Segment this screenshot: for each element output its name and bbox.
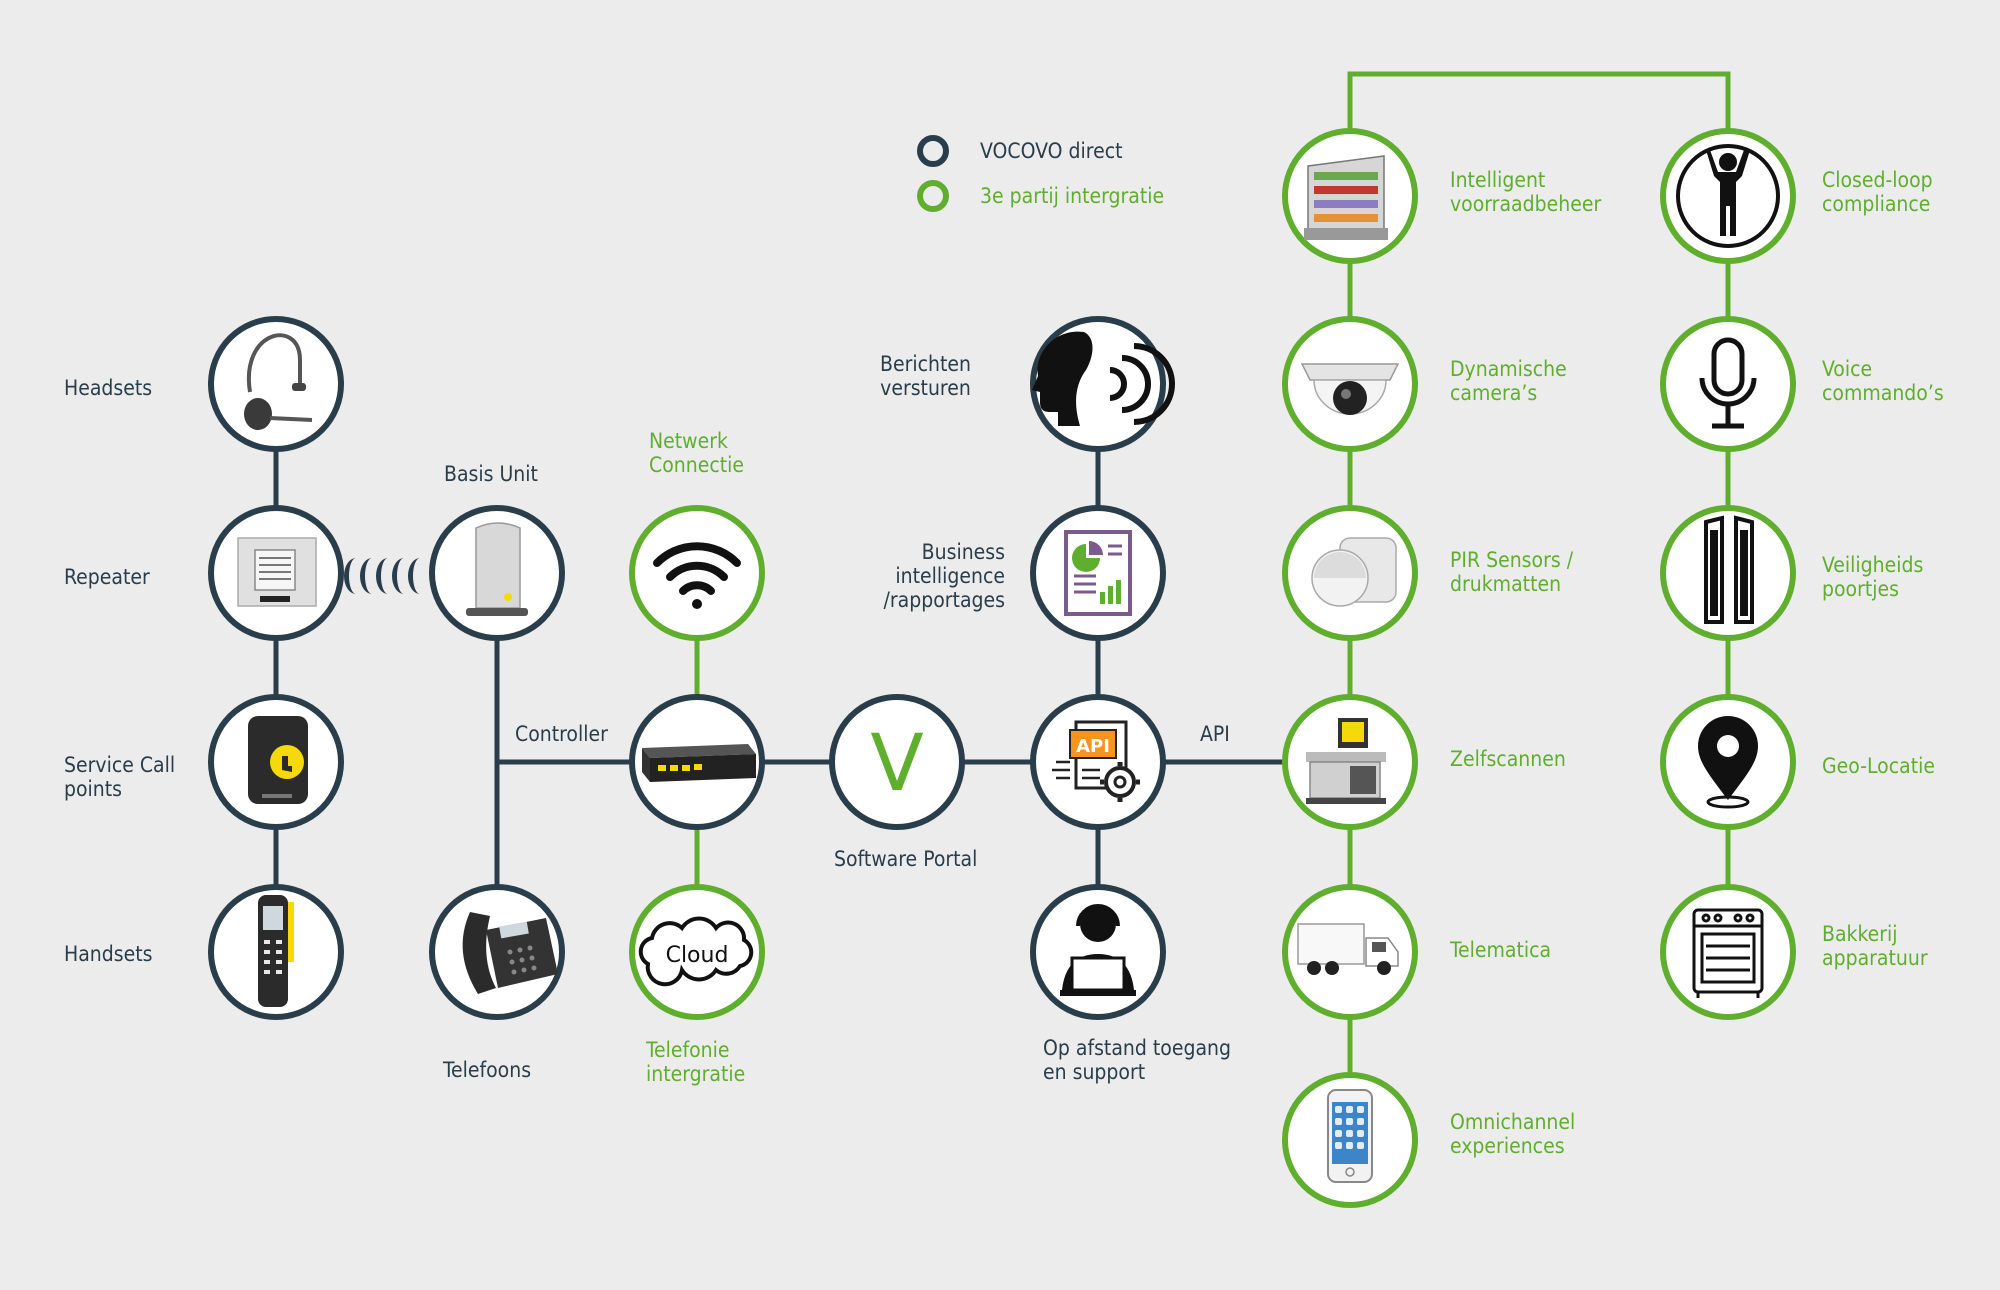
label-telefoons: Telefoons [443,1058,532,1082]
node-omnichannel [1282,1072,1418,1208]
label-berichten: Berichten versturen [880,352,971,400]
node-software-portal: V [829,694,965,830]
cloud-icon-text: Cloud [666,943,729,968]
node-basis-unit [429,505,565,641]
node-cloud: Cloud [629,884,765,1020]
label-api: API [1200,722,1230,746]
vocovo-v-icon: V [870,719,923,809]
dome-camera-icon [1300,363,1400,415]
node-bi [1030,505,1166,641]
node-pir [1282,505,1418,641]
radio-waves-icon [344,558,420,594]
pir-sensor-icon [1311,537,1397,607]
legend-third-party: 3e partij intergratie [980,184,1165,208]
microphone-icon [1699,337,1757,429]
shelf-icon [1304,155,1388,240]
label-remote: Op afstand toegang en support [1043,1036,1232,1084]
self-checkout-icon [1306,718,1386,804]
legend-vocovo-direct: VOCOVO direct [980,139,1123,163]
handset-icon [258,895,294,1007]
label-repeater: Repeater [64,565,150,589]
oven-icon [1692,908,1764,998]
label-cloud: Telefonie intergratie [646,1038,746,1086]
label-controller: Controller [515,722,608,746]
base-unit-icon [466,522,528,616]
node-bakkerij [1660,884,1796,1020]
truck-icon [1297,923,1399,975]
node-telefoons [429,884,565,1020]
label-headsets: Headsets [64,376,153,400]
node-repeater [208,505,344,641]
label-cameras: Dynamische camera’s [1450,357,1567,405]
node-headsets [208,316,344,452]
speaking-head-icon [1032,331,1175,426]
node-remote [1030,884,1166,1020]
node-closed-loop [1660,128,1796,264]
support-agent-icon [1060,904,1136,996]
legend-dark-swatch [917,135,949,167]
api-gear-icon: API [1052,720,1140,802]
location-pin-icon [1698,716,1758,809]
node-cameras [1282,316,1418,452]
label-service-call: Service Call points [64,753,176,801]
label-geo: Geo-Locatie [1822,754,1935,778]
node-zelfscannen [1282,694,1418,830]
label-veiligheid: Veiligheids poortjes [1822,553,1924,601]
node-netwerk [629,505,765,641]
node-controller [629,694,765,830]
label-omnichannel: Omnichannel experiences [1450,1110,1576,1158]
label-basis-unit: Basis Unit [444,462,538,486]
node-telematica [1282,884,1418,1020]
node-veiligheid [1660,505,1796,641]
report-icon [1064,530,1132,616]
node-voorraad [1282,128,1418,264]
node-voice [1660,316,1796,452]
label-closed-loop: Closed-loop compliance [1822,168,1933,216]
node-api: API [1030,694,1166,830]
label-voorraad: Intelligent voorraadbeheer [1450,168,1602,216]
label-handsets: Handsets [64,942,153,966]
label-voice: Voice commando’s [1822,357,1944,405]
api-icon-text: API [1076,736,1110,757]
label-bi: Business intelligence /rapportages [883,540,1005,612]
label-software-portal: Software Portal [834,847,978,871]
security-gate-icon [1704,515,1754,624]
desk-phone-icon [462,912,558,994]
person-circle-icon [1676,144,1780,248]
service-call-icon [248,716,308,804]
node-handsets [208,884,344,1020]
label-netwerk: Netwerk Connectie [649,429,745,477]
repeater-icon [237,537,317,607]
label-telematica: Telematica [1450,938,1552,962]
controller-icon [642,744,756,782]
node-service-call [208,694,344,830]
legend-green-swatch [917,180,949,212]
node-berichten [1030,316,1175,452]
wifi-icon [653,542,741,609]
label-zelfscannen: Zelfscannen [1450,747,1566,771]
label-pir: PIR Sensors / drukmatten [1450,548,1574,596]
label-bakkerij: Bakkerij apparatuur [1822,922,1928,970]
smartphone-icon [1327,1089,1373,1183]
legend [917,135,949,212]
headset-icon [244,333,313,430]
node-geo [1660,694,1796,830]
cloud-icon: Cloud [638,916,754,987]
